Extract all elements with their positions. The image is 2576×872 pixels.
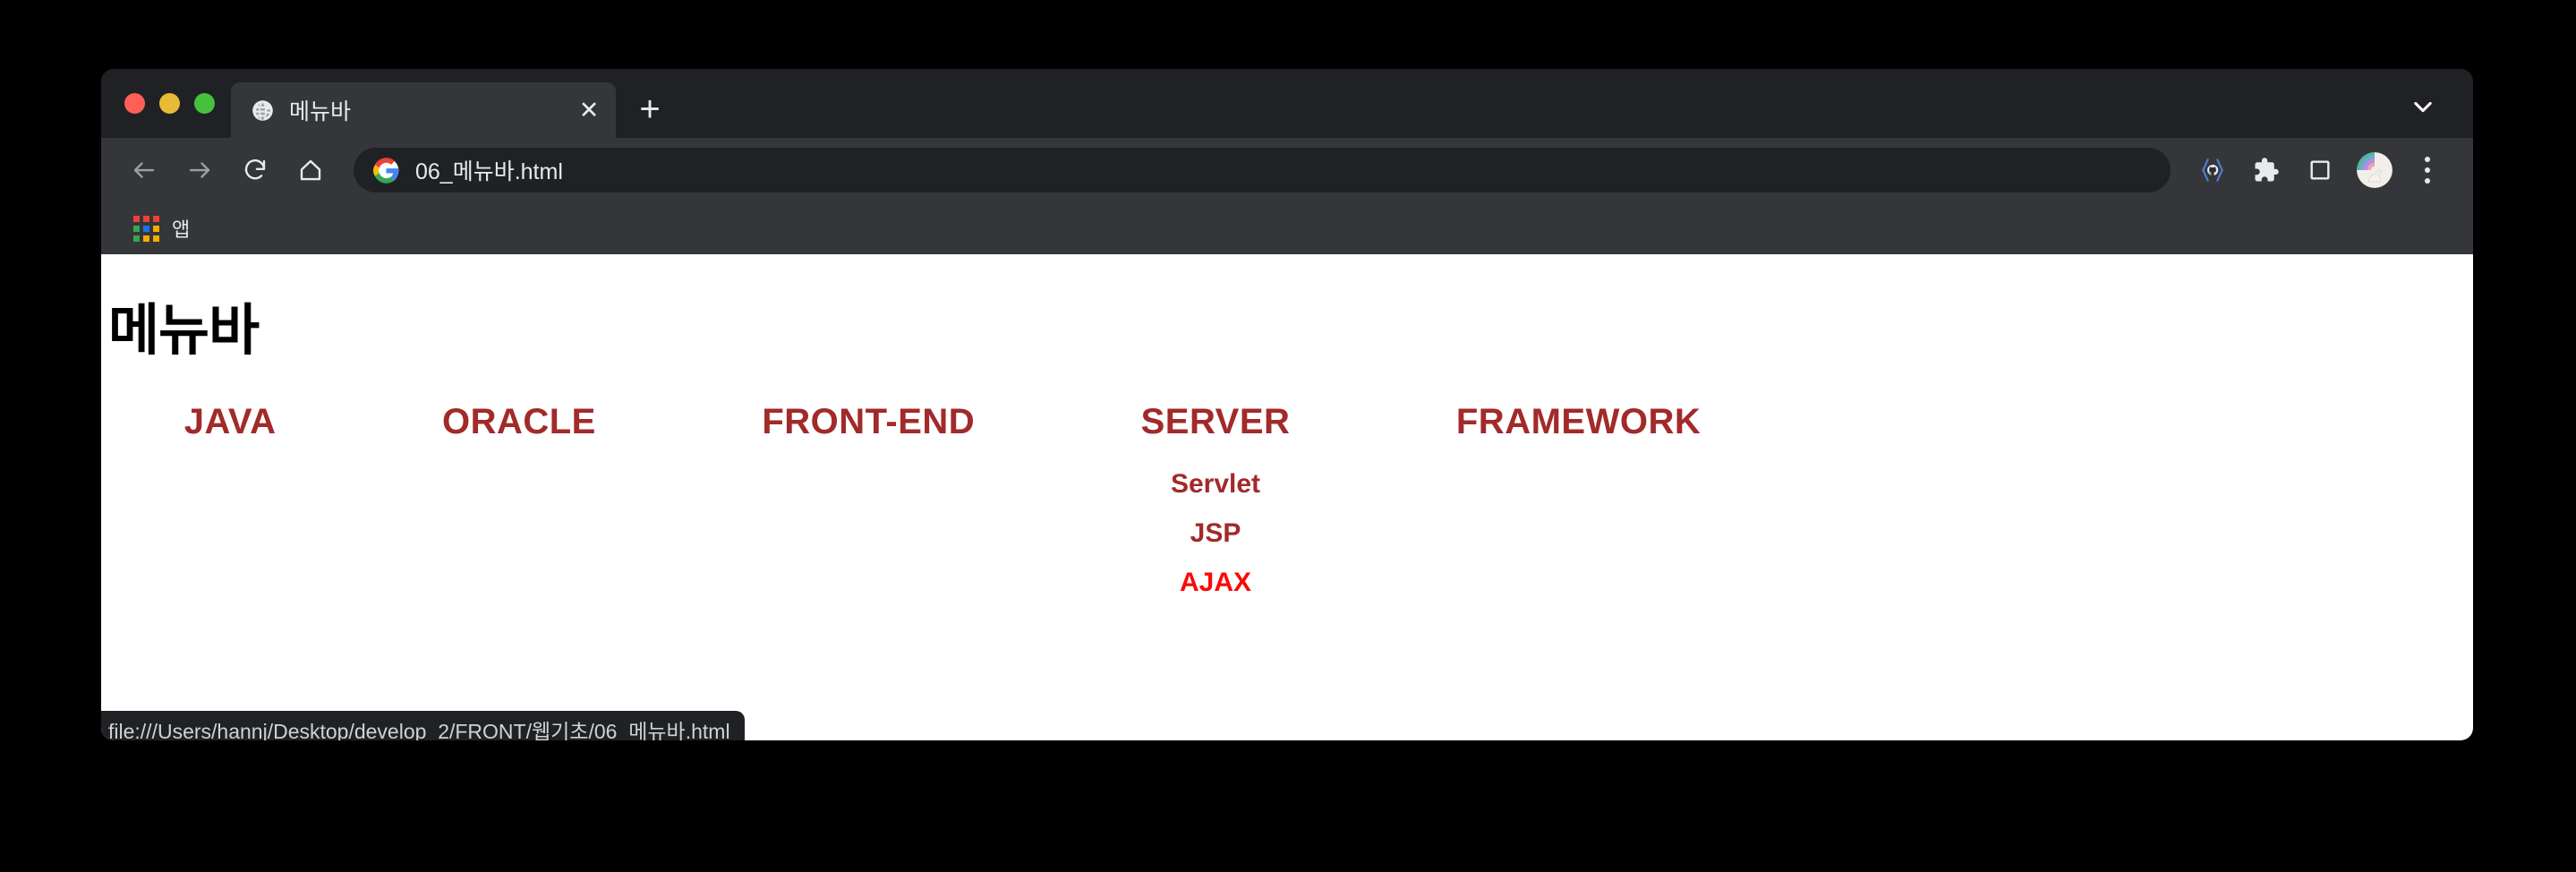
reload-icon[interactable]: [230, 145, 280, 195]
side-panel-icon[interactable]: [2296, 146, 2344, 194]
page-viewport: 메뉴바 JAVA ORACLE FRONT-END SERVER Servlet…: [101, 254, 2473, 740]
browser-toolbar: 06_메뉴바.html: [101, 138, 2473, 202]
page-title: 메뉴바: [108, 300, 260, 362]
apps-grid-icon[interactable]: [133, 215, 159, 242]
close-icon[interactable]: ✕: [578, 96, 600, 124]
menu-column-front-end: FRONT-END: [762, 402, 975, 442]
window-traffic-lights: [101, 69, 231, 138]
google-g-icon: [373, 157, 399, 184]
menu-column-java: JAVA: [184, 402, 277, 442]
submenu-item-jsp[interactable]: JSP: [1190, 518, 1241, 548]
status-url-text: file:///Users/hannj/Desktop/develop_2/FR…: [108, 720, 730, 740]
menu-item-framework[interactable]: FRAMEWORK: [1455, 402, 1702, 441]
menu-bar: JAVA ORACLE FRONT-END SERVER Servlet JSP…: [101, 402, 1784, 598]
bookmark-item-apps[interactable]: 앱: [172, 218, 191, 241]
tab-strip: 메뉴바 ✕ +: [101, 69, 2473, 138]
browser-window: 메뉴바 ✕ +: [101, 69, 2473, 740]
menu-column-oracle: ORACLE: [442, 402, 596, 442]
globe-icon: [251, 98, 275, 123]
menu-item-front-end[interactable]: FRONT-END: [762, 402, 976, 441]
forward-arrow-icon[interactable]: [175, 145, 225, 195]
submenu-server: Servlet JSP AJAX: [1171, 469, 1260, 598]
menu-item-server[interactable]: SERVER: [1140, 402, 1291, 441]
home-icon[interactable]: [286, 145, 336, 195]
menu-column-framework: FRAMEWORK: [1456, 402, 1701, 442]
extensions-puzzle-icon[interactable]: [2242, 146, 2290, 194]
three-dot-menu-icon[interactable]: [2405, 146, 2450, 194]
window-minimize-button[interactable]: [159, 93, 180, 114]
tab-title: 메뉴바: [289, 99, 352, 124]
submenu-item-servlet[interactable]: Servlet: [1170, 469, 1261, 499]
menu-item-java[interactable]: JAVA: [183, 402, 277, 441]
submenu-item-ajax[interactable]: AJAX: [1179, 568, 1252, 597]
back-arrow-icon[interactable]: [119, 145, 169, 195]
address-bar-url: 06_메뉴바.html: [415, 159, 563, 184]
new-tab-button[interactable]: +: [639, 90, 661, 129]
status-bubble: file:///Users/hannj/Desktop/develop_2/FR…: [101, 711, 745, 740]
bookmarks-bar: 앱: [101, 202, 2473, 254]
code-brackets-icon[interactable]: [2188, 146, 2237, 194]
window-maximize-button[interactable]: [194, 93, 215, 114]
menu-item-oracle[interactable]: ORACLE: [441, 402, 596, 441]
address-bar[interactable]: 06_메뉴바.html: [354, 148, 2171, 192]
browser-tab[interactable]: 메뉴바 ✕: [231, 82, 616, 138]
menu-column-server: SERVER Servlet JSP AJAX: [1141, 402, 1291, 598]
window-close-button[interactable]: [124, 93, 145, 114]
avatar[interactable]: [2357, 152, 2393, 188]
chevron-down-icon[interactable]: [2405, 89, 2441, 124]
